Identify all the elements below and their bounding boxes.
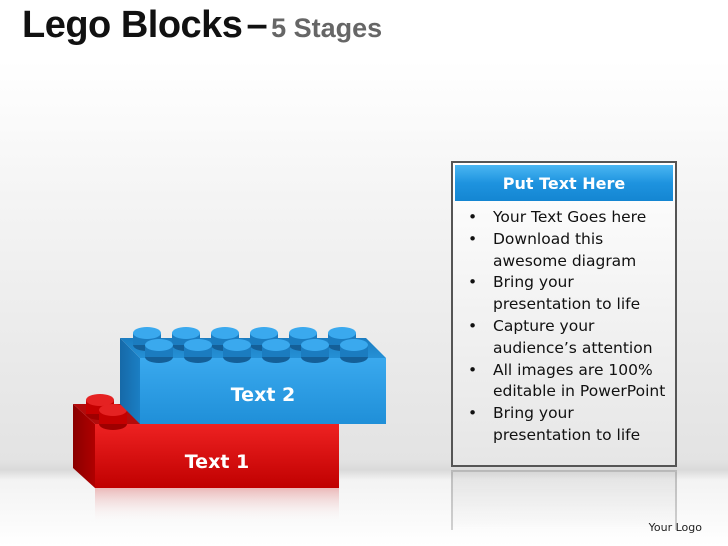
bullet-item: All images are 100% editable in PowerPoin… [461, 360, 675, 404]
bullet-text: Bring your [493, 404, 574, 423]
bullet-text: All images are 100% [493, 360, 653, 379]
bullet-text: editable in PowerPoint [493, 382, 666, 401]
block-2-studs [133, 327, 368, 363]
title-dash: – [246, 4, 268, 46]
bullet-item: Bring your presentation to life [461, 403, 675, 447]
slide-title: Lego Blocks–5 Stages [22, 4, 382, 47]
panel-reflection [451, 470, 677, 530]
logo-text: Your Logo [648, 521, 702, 534]
stud [223, 339, 251, 363]
bullet-text: Capture your [493, 316, 595, 335]
stud [301, 339, 329, 363]
panel-header: Put Text Here [455, 165, 673, 201]
stud [340, 339, 368, 363]
block-1-label: Text 1 [185, 451, 250, 473]
stud [145, 339, 173, 363]
block-2: Text 2 [120, 327, 386, 424]
title-subtitle: 5 Stages [271, 13, 383, 43]
bullet-text: Your Text Goes here [493, 208, 647, 226]
stud [184, 339, 212, 363]
bullet-text: awesome diagram [493, 251, 637, 270]
bullet-text: presentation to life [493, 295, 641, 314]
bullet-list: Your Text Goes hereDownload this awesome … [453, 201, 675, 447]
block-1-front [95, 424, 339, 488]
block-2-side [120, 338, 140, 424]
bullet-text: Download this [493, 229, 604, 248]
block-1-side [73, 404, 95, 488]
bullet-item: Download this awesome diagram [461, 229, 675, 273]
bullet-item: Bring your presentation to life [461, 272, 675, 316]
block-1-studs [86, 394, 127, 430]
bullet-item: Your Text Goes here [461, 207, 675, 229]
block-2-front [140, 358, 386, 424]
stud [250, 327, 278, 351]
bullet-text: audience’s attention [493, 338, 653, 357]
stud [262, 339, 290, 363]
bullet-text: presentation to life [493, 425, 641, 444]
block-1-reflection [95, 488, 339, 524]
block-2-label: Text 2 [231, 384, 296, 406]
title-main: Lego Blocks [22, 4, 243, 46]
text-panel: Put Text Here Your Text Goes hereDownloa… [451, 161, 677, 467]
bullet-item: Capture your audience’s attention [461, 316, 675, 360]
bullet-text: Bring your [493, 273, 574, 292]
